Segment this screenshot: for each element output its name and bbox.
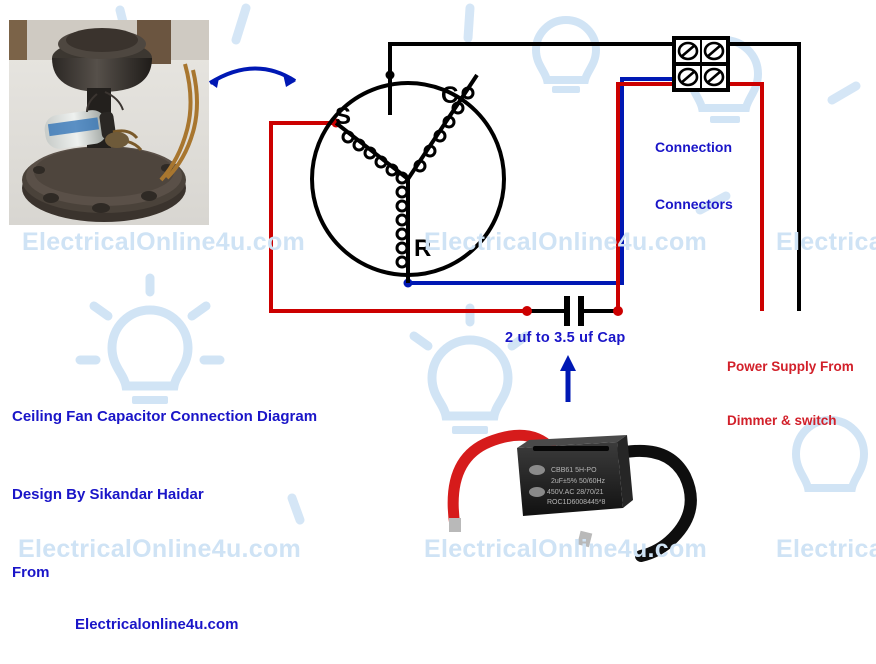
caption-line-4: Electricalonline4u.com <box>75 616 239 633</box>
watermark-text: ElectricalOnline4u.com <box>18 535 302 563</box>
connector-label-line2: Connectors <box>655 196 733 212</box>
arrow-to-capacitor <box>560 355 576 402</box>
power-supply-label: Power Supply From Dimmer & switch <box>727 322 854 466</box>
winding-label-start: S <box>335 103 352 130</box>
circuit-layer <box>208 36 801 402</box>
arrow-to-motor <box>208 66 297 88</box>
wire-red-supply <box>722 82 764 311</box>
capacitor-photo: CBB61 5H-PO 2uF±5% 50/60Hz 450V.AC 28/70… <box>437 398 757 563</box>
watermark-text: Electrica <box>776 535 876 563</box>
junction-dot <box>385 70 395 80</box>
junction-dot <box>613 306 623 316</box>
watermark-text: ElectricalOnline4u.com <box>22 228 306 256</box>
wire-black-supply <box>726 42 801 311</box>
winding-common <box>406 73 479 181</box>
wire-black-common <box>388 42 676 115</box>
screw-terminal <box>677 41 699 61</box>
connection-connector-block <box>672 36 730 92</box>
wire-red-start <box>269 121 527 313</box>
text-layer: 2 uf to 3.5 uf Cap Connection Connectors… <box>12 82 876 633</box>
junction-dot <box>522 306 532 316</box>
winding-label-common: C <box>441 82 459 109</box>
connector-label: Connection Connectors <box>655 100 733 252</box>
fan-motor-photo <box>9 20 209 225</box>
winding-start <box>334 121 410 185</box>
power-supply-line1: Power Supply From <box>727 359 854 374</box>
caption-line-2: Design By Sikandar Haidar <box>12 486 204 503</box>
caption-line-1: Ceiling Fan Capacitor Connection Diagram <box>12 408 318 425</box>
diagram-caption: Ceiling Fan Capacitor Connection Diagram… <box>12 352 317 664</box>
svg-text:ROC1D6008445*8: ROC1D6008445*8 <box>547 499 605 506</box>
wire-blue-run <box>408 77 684 285</box>
capacitor-value-label: 2 uf to 3.5 uf Cap <box>505 330 626 346</box>
power-supply-line2: Dimmer & switch <box>727 413 837 428</box>
svg-text:450V.AC 28/70/21: 450V.AC 28/70/21 <box>547 489 604 496</box>
screw-terminal <box>703 67 725 87</box>
screw-terminal <box>703 41 725 61</box>
diagram-canvas: CBB61 5H-PO 2uF±5% 50/60Hz 450V.AC 28/70… <box>9 3 876 633</box>
photo-layer: CBB61 5H-PO 2uF±5% 50/60Hz 450V.AC 28/70… <box>9 20 757 563</box>
svg-text:CBB61 5H-PO: CBB61 5H-PO <box>551 467 597 474</box>
connector-label-line1: Connection <box>655 139 732 155</box>
capacitor-symbol <box>527 296 618 326</box>
watermark-layer <box>75 3 869 525</box>
watermark-text: Electrica <box>776 228 876 256</box>
motor-symbol <box>310 73 506 283</box>
watermark-text: ElectricalOnline4u.com <box>424 535 708 563</box>
svg-text:2uF±5% 50/60Hz: 2uF±5% 50/60Hz <box>551 478 606 485</box>
winding-label-run: R <box>414 235 432 262</box>
watermark-text: ElectricalOnline4u.com <box>424 228 708 256</box>
winding-run <box>395 179 410 283</box>
screw-terminal <box>677 67 699 87</box>
wire-red-capacitor-link <box>616 82 684 311</box>
